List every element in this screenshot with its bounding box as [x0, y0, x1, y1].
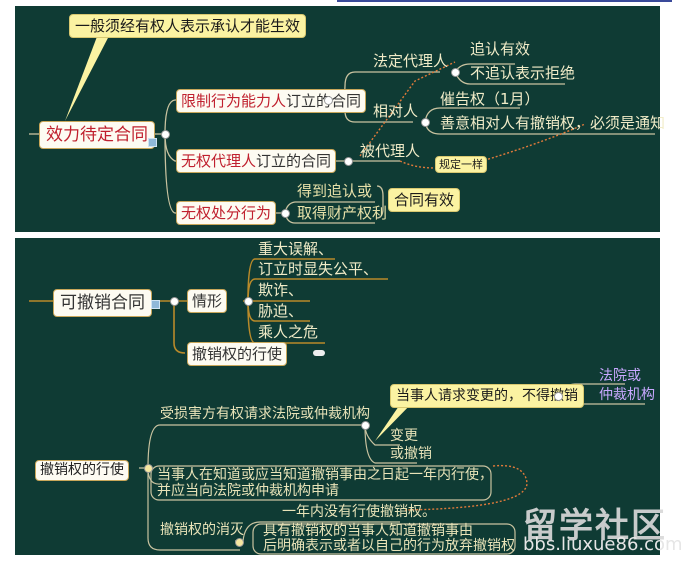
collapse-toggle-icon[interactable]	[361, 421, 370, 430]
collapse-toggle-icon[interactable]	[344, 157, 353, 166]
node-right-to-request[interactable]: 受损害方有权请求法院或仲裁机构	[160, 406, 370, 422]
node-time-limit-line2[interactable]: 并应当向法院或仲裁机构申请	[157, 483, 339, 499]
callout-modify-no-revoke: 当事人请求变更的，不得撤销	[390, 384, 584, 408]
situation-item[interactable]: 重大误解、	[258, 240, 334, 258]
callout-contract-valid: 合同有效	[388, 188, 461, 212]
node-exercise-revocation[interactable]: 撤销权的行使	[187, 342, 288, 366]
node-not-exercised-one-year[interactable]: 一年内没有行使撤销权。	[282, 504, 436, 520]
situation-item[interactable]: 欺诈、	[258, 281, 304, 299]
callout-same-rule: 规定一样	[435, 156, 487, 173]
collapse-toggle-icon[interactable]	[144, 464, 153, 473]
node-bona-fide-revocation[interactable]: 善意相对人有撤销权，必须是通知	[440, 114, 666, 132]
node-principal[interactable]: 被代理人	[360, 142, 421, 160]
note-icon[interactable]	[151, 300, 160, 309]
root-node-voidable-contract[interactable]: 可撤销合同	[53, 289, 152, 317]
node-ratified-or[interactable]: 得到追认或	[297, 182, 373, 200]
collapse-toggle-icon[interactable]	[161, 130, 170, 139]
node-arbitration[interactable]: 仲裁机构	[599, 387, 655, 403]
node-ratified-valid[interactable]: 追认有效	[470, 40, 531, 58]
watermark-title: 留学社区	[523, 506, 667, 546]
node-court-or[interactable]: 法院或	[599, 368, 641, 384]
collapse-toggle-icon[interactable]	[281, 209, 290, 218]
node-counterparty[interactable]: 相对人	[373, 102, 419, 120]
note-icon[interactable]	[148, 138, 157, 147]
node-limited-capacity-contract[interactable]: 限制行为能力人订立的合同	[176, 89, 367, 113]
collapse-toggle-icon[interactable]	[451, 68, 460, 77]
node-unauthorized-disposal[interactable]: 无权处分行为	[176, 201, 277, 225]
node-or-revoke[interactable]: 或撤销	[390, 446, 432, 462]
mindmap-effectiveness-pending: 一般须经有权人表示承认才能生效 效力待定合同 限制行为能力人订立的合同 法定代理…	[15, 6, 665, 232]
situation-item[interactable]: 胁迫、	[258, 302, 304, 320]
root-node-pending-contract[interactable]: 效力待定合同	[39, 121, 155, 149]
node-situations[interactable]: 情形	[187, 289, 228, 313]
watermark-url: bbs.liuxue86.com	[523, 534, 683, 555]
node-not-ratified-refused[interactable]: 不追认表示拒绝	[470, 64, 576, 82]
node-extinction[interactable]: 撤销权的消灭	[160, 522, 244, 538]
root-node-exercise-revocation[interactable]: 撤销权的行使	[35, 460, 129, 481]
collapse-toggle-icon[interactable]	[244, 297, 253, 306]
node-unauthorized-agent-contract[interactable]: 无权代理人订立的合同	[176, 149, 337, 173]
collapse-toggle-icon[interactable]	[235, 538, 244, 547]
node-waiver-line2[interactable]: 后明确表示或者以自己的行为放弃撤销权	[263, 538, 515, 554]
situation-item[interactable]: 乘人之危	[258, 323, 319, 341]
collapse-toggle-icon[interactable]	[170, 297, 179, 306]
node-legal-agent[interactable]: 法定代理人	[373, 52, 449, 70]
callout-requires-ratification: 一般须经有权人表示承认才能生效	[69, 14, 307, 38]
collapse-toggle-icon[interactable]	[421, 118, 430, 127]
page-footer-strip	[0, 558, 688, 569]
node-acquired-property[interactable]: 取得财产权利	[297, 204, 388, 222]
node-waiver-line1[interactable]: 具有撤销权的当事人知道撤销事由	[263, 523, 473, 539]
top-border-line	[337, 0, 672, 2]
expand-toggle-icon[interactable]	[313, 350, 325, 356]
collapse-toggle-icon[interactable]	[324, 96, 333, 105]
collapse-toggle-icon[interactable]	[554, 392, 563, 401]
situation-item[interactable]: 订立时显失公平、	[258, 260, 379, 278]
node-time-limit-line1[interactable]: 当事人在知道或应当知道撤销事由之日起一年内行使，	[157, 467, 493, 483]
node-demand-right[interactable]: 催告权（1月）	[440, 90, 540, 108]
node-modify[interactable]: 变更	[390, 428, 418, 444]
mindmap-voidable-contract: 可撤销合同 情形 重大误解、 订立时显失公平、 欺诈、 胁迫、 乘人之危 撤销权…	[15, 238, 660, 555]
